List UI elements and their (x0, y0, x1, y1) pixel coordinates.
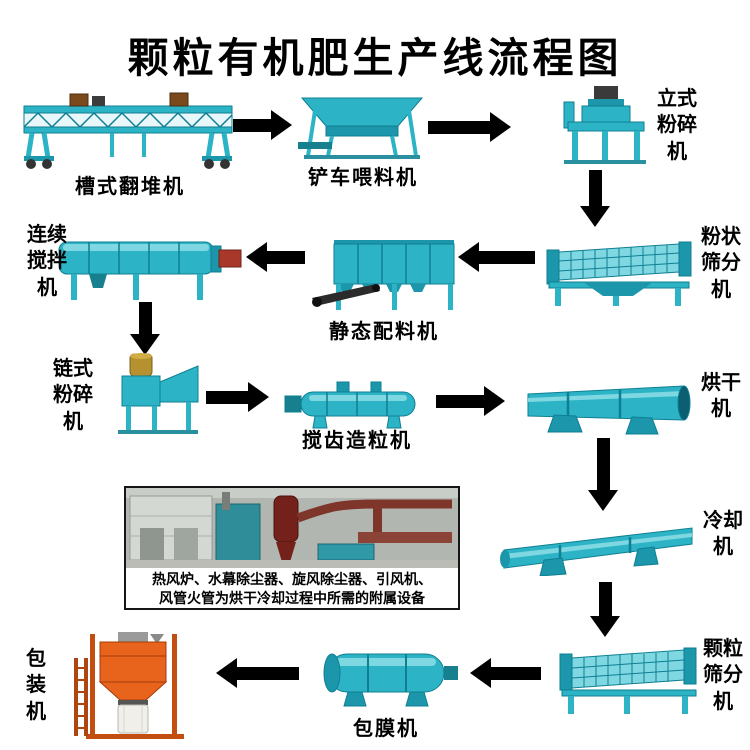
coating-machine-icon (323, 653, 458, 707)
arrow-shaft (267, 250, 305, 264)
auxiliary-equipment-photo (126, 488, 458, 568)
arrow-head (590, 616, 620, 637)
arrow-head (130, 334, 160, 355)
arrow-head (246, 242, 267, 272)
continuous-mixer-icon (58, 241, 242, 300)
arrow-granule-screener-to-coating (470, 658, 541, 688)
dryer-label: 烘干机 (701, 372, 741, 421)
arrow-shaft (588, 170, 602, 206)
coating-machine-label: 包膜机 (353, 718, 419, 740)
vertical-crusher-image (550, 84, 655, 166)
cooler-icon (500, 527, 693, 576)
packing-machine-label: 包装机 (26, 648, 46, 723)
cooler-label: 冷却机 (703, 510, 743, 559)
arrow-shaft (479, 250, 535, 264)
arrow-head (484, 386, 505, 416)
tooth-granulator-icon (284, 381, 416, 429)
arrow-shaft (598, 582, 612, 616)
granule-screener-label: 颗粒筛分机 (703, 638, 743, 713)
arrow-dryer-to-cooler (588, 438, 618, 511)
arrow-batcher-to-mixer (246, 242, 305, 272)
trough-turner-icon (23, 92, 233, 169)
packing-machine-icon (74, 632, 184, 739)
arrow-head (580, 206, 610, 227)
static-batcher-image (310, 238, 458, 314)
tooth-granulator-label: 搅齿造粒机 (302, 430, 412, 452)
inset-caption: 热风炉、水幕除尘器、旋风除尘器、引风机、 风管火管为烘干冷却过程中所需的附属设备 (126, 568, 458, 608)
powder-screener-label: 粉状筛分机 (701, 226, 741, 301)
static-batcher-label: 静态配料机 (329, 321, 439, 343)
powder-screener-image (543, 226, 695, 308)
arrow-head (248, 382, 269, 412)
arrow-cooler-to-granule-screener (590, 582, 620, 637)
arrow-coating-to-packing (216, 658, 299, 688)
trough-turner-image (22, 88, 234, 170)
arrow-shaft (237, 666, 299, 680)
chain-crusher-icon (118, 353, 199, 434)
loader-feeder-image (298, 94, 426, 160)
tooth-granulator-image (283, 380, 431, 430)
loader-feeder-icon (298, 97, 424, 159)
static-batcher-icon (312, 240, 455, 310)
dryer-icon (527, 385, 691, 435)
vertical-crusher-label: 立式粉碎机 (657, 88, 697, 163)
flowchart-title: 颗粒有机肥生产线流程图 (127, 35, 623, 81)
arrow-head (216, 658, 237, 688)
packing-machine-image (52, 632, 204, 740)
arrow-chain-crusher-to-granulator (206, 382, 269, 412)
chain-crusher-label: 链式粉碎机 (53, 358, 93, 433)
arrow-shaft (206, 390, 248, 404)
arrow-shaft (596, 438, 610, 490)
arrow-feeder-to-vertical-crusher (428, 112, 511, 142)
arrow-shaft (491, 666, 541, 680)
inset-caption-line1: 热风炉、水幕除尘器、旋风除尘器、引风机、 (152, 571, 432, 587)
arrow-head (490, 112, 511, 142)
arrow-head (271, 110, 292, 140)
arrow-shaft (428, 120, 490, 134)
vertical-crusher-icon (563, 86, 646, 164)
inset-caption-line2: 风管火管为烘干冷却过程中所需的附属设备 (159, 589, 425, 606)
arrow-head (588, 490, 618, 511)
arrow-vertical-crusher-to-powder-screener (580, 170, 610, 227)
arrow-shaft (138, 302, 152, 334)
arrow-shaft (233, 118, 271, 132)
continuous-mixer-image (55, 226, 243, 302)
arrow-head (470, 658, 491, 688)
arrow-shaft (436, 394, 484, 408)
arrow-granulator-to-dryer (436, 386, 505, 416)
granule-screener-icon (559, 647, 697, 714)
chain-crusher-image (98, 352, 203, 434)
auxiliary-equipment-inset: 热风炉、水幕除尘器、旋风除尘器、引风机、 风管火管为烘干冷却过程中所需的附属设备 (124, 486, 460, 610)
powder-screener-icon (546, 241, 692, 306)
coating-machine-image (310, 648, 462, 710)
loader-feeder-label: 铲车喂料机 (308, 167, 418, 189)
arrow-powder-screener-to-batcher (458, 242, 535, 272)
arrow-mixer-to-chain-crusher (130, 302, 160, 355)
dryer-image (524, 378, 694, 436)
arrow-turner-to-feeder (233, 110, 292, 140)
granule-screener-image (558, 636, 700, 714)
cooler-image (500, 514, 700, 576)
trough-turner-label: 槽式翻堆机 (75, 176, 185, 198)
arrow-head (458, 242, 479, 272)
continuous-mixer-label: 连续搅拌机 (27, 224, 67, 299)
